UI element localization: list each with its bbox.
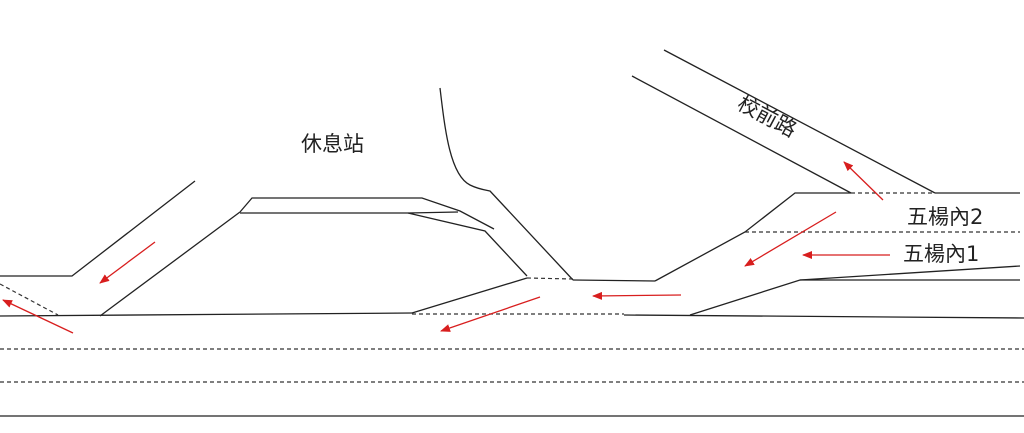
left-ramp <box>0 180 241 317</box>
right-section <box>654 192 1021 316</box>
arrow-inner2-diagonal-icon <box>744 211 837 267</box>
middle-section <box>411 277 656 315</box>
rest-stop-label: 休息站 <box>301 132 364 156</box>
rest-stop-area <box>239 87 574 281</box>
arrow-merge-main-icon <box>440 296 541 332</box>
arrow-school-road-icon <box>843 161 884 201</box>
school-road <box>631 49 936 194</box>
arrow-middle-west-icon <box>592 291 682 300</box>
wuyang-inner-2-label: 五楊內2 <box>907 205 983 229</box>
main-road-top-edge <box>0 312 1024 319</box>
school-road-label: 校前路 <box>734 91 801 142</box>
arrow-left-ramp-icon <box>99 241 156 284</box>
main-road-lanes <box>0 348 1024 417</box>
wuyang-inner-1-label: 五楊內1 <box>903 242 979 266</box>
traffic-flow-arrows <box>2 161 890 334</box>
arrow-exit-left-icon <box>2 299 74 334</box>
